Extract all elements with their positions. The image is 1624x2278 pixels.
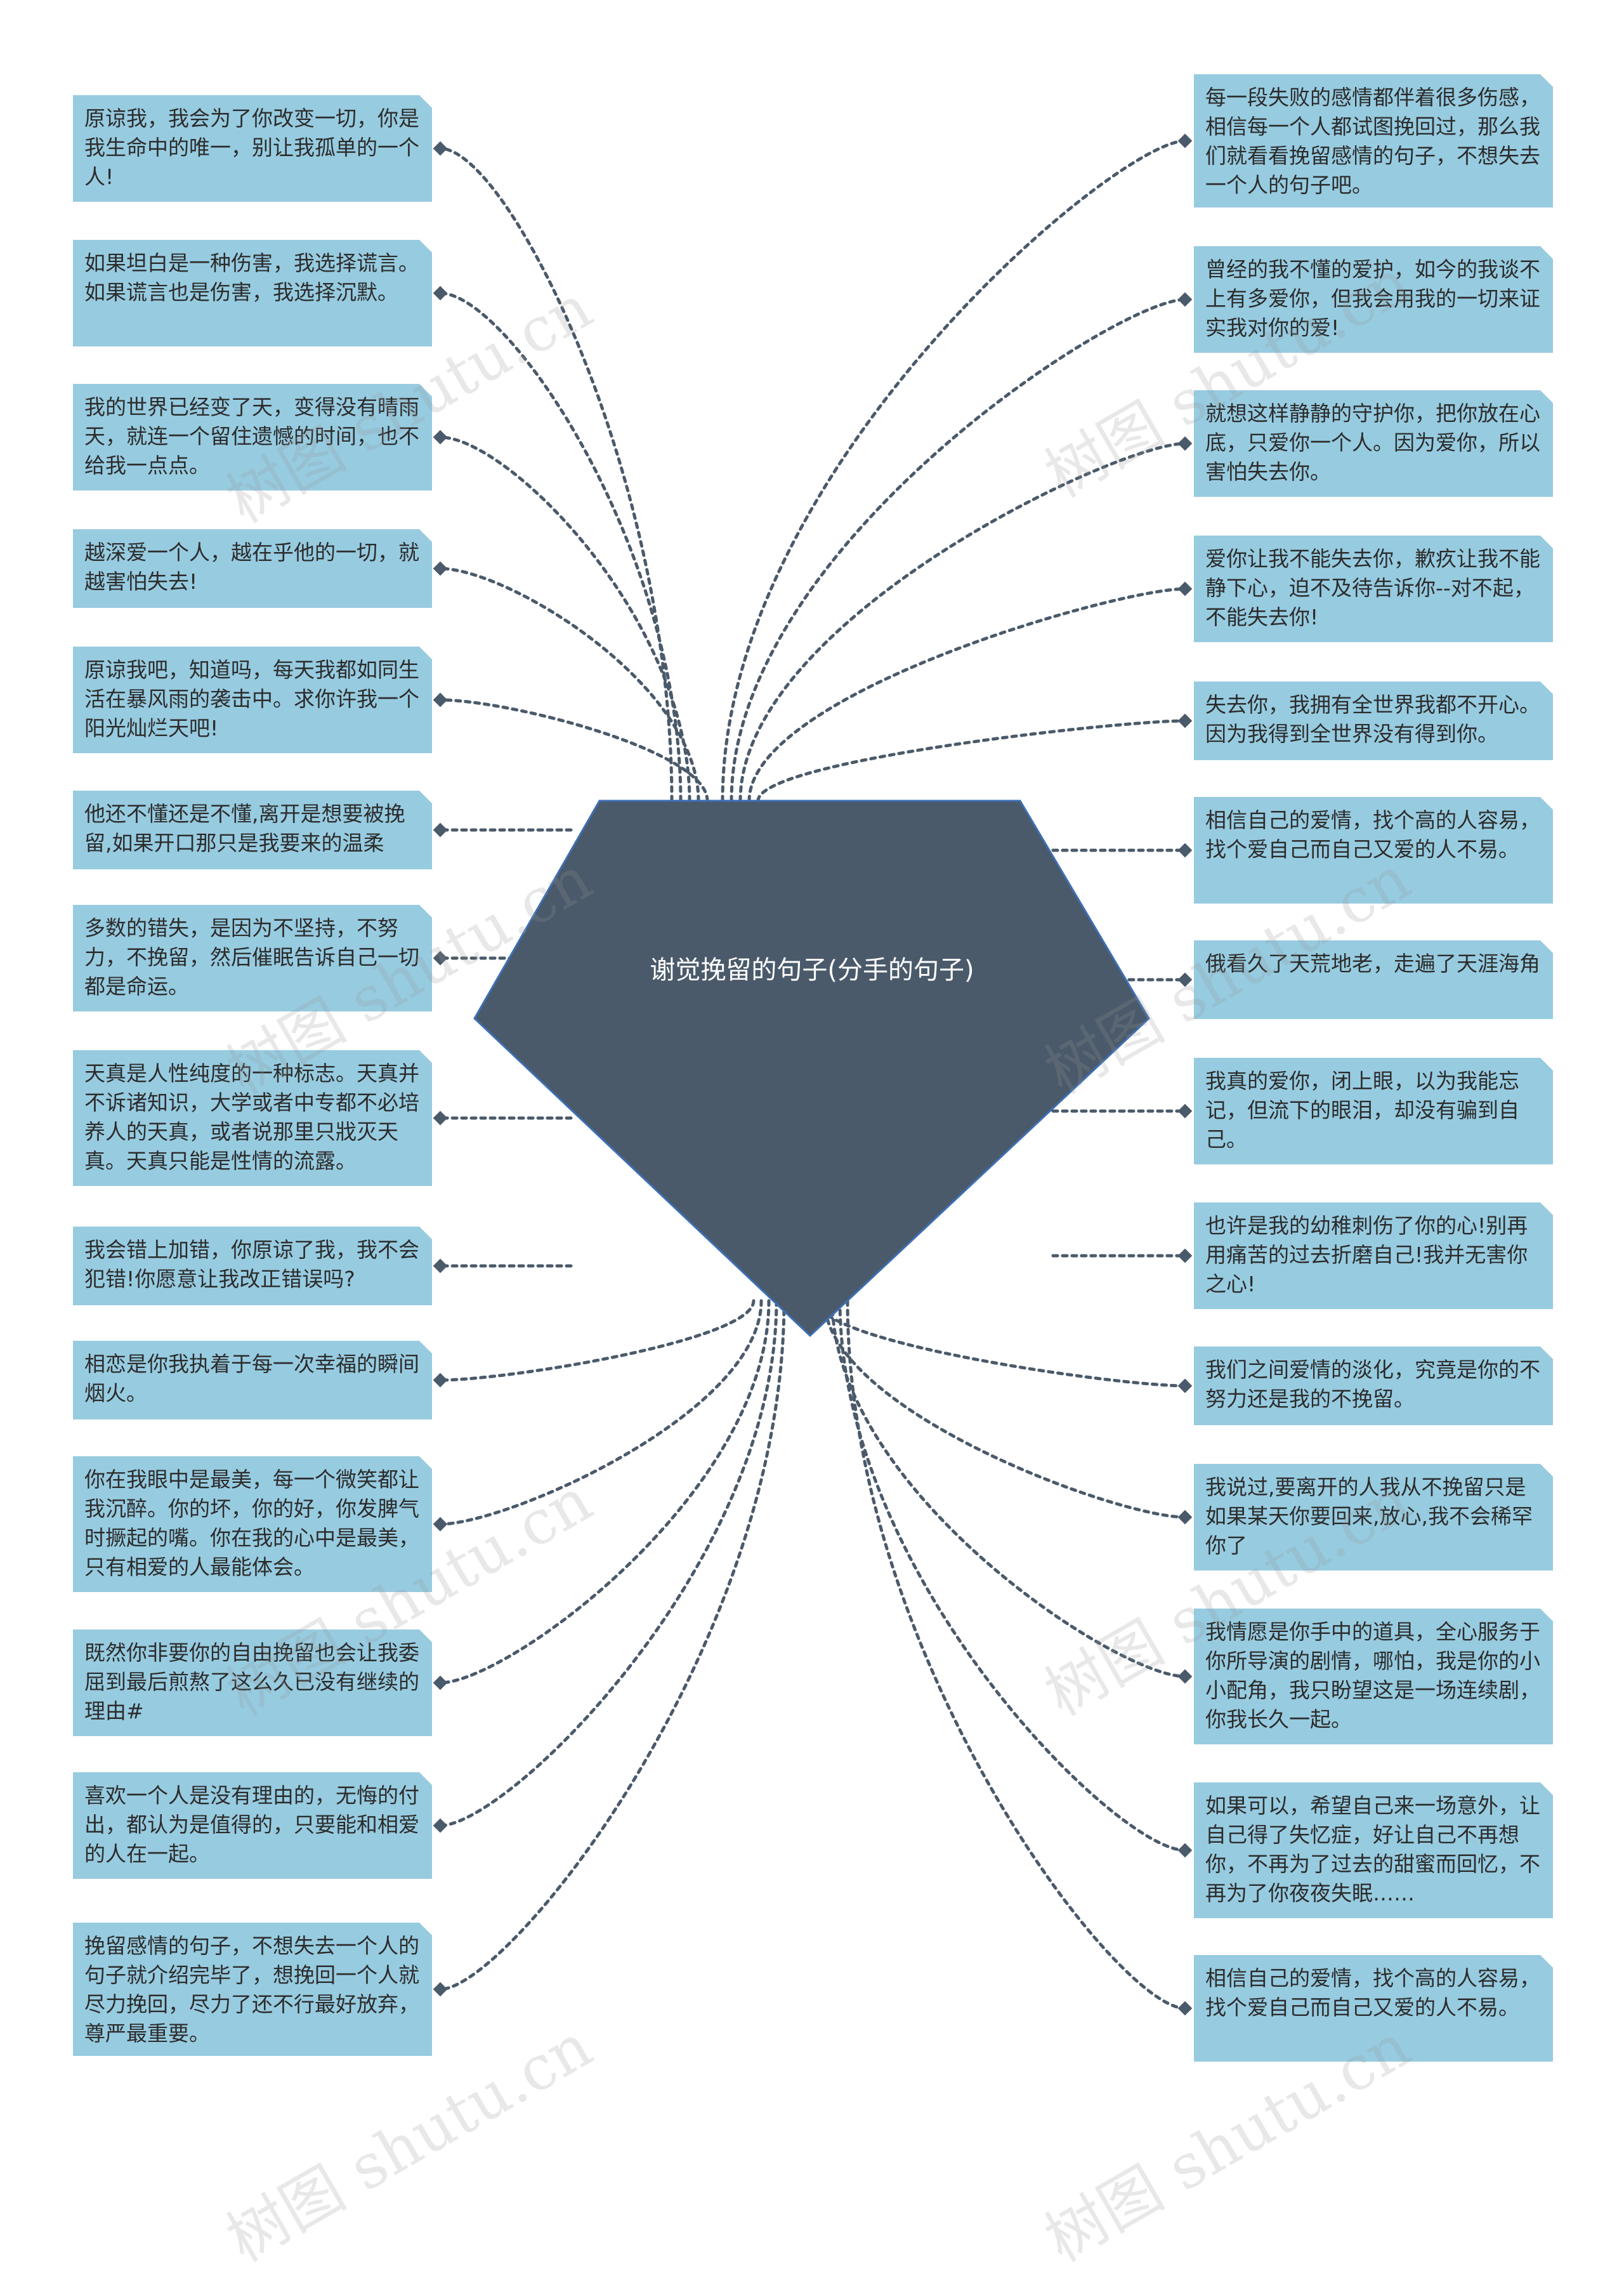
- left-branch-node[interactable]: 你在我眼中是最美，每一个微笑都让我沉醉。你的坏，你的好，你发脾气时撅起的嘴。你在…: [73, 1456, 432, 1592]
- left-connector-line: [438, 1299, 756, 1382]
- left-connector-line: [438, 1299, 778, 1827]
- right-branch-node[interactable]: 每一段失败的感情都伴着很多伤感，相信每一个人都试图挽回过，那么我们就看看挽留感情…: [1194, 74, 1553, 207]
- left-branch-node[interactable]: 如果坦白是一种伤害，我选择谎言。如果谎言也是伤害，我选择沉默。: [73, 240, 432, 346]
- right-connector-line: [721, 139, 1187, 803]
- right-branch-node[interactable]: 我说过,要离开的人我从不挽留只是如果某天你要回来,放心,我不会稀罕你了: [1194, 1464, 1553, 1570]
- left-connector-line: [438, 435, 691, 803]
- right-connector-line-end-marker: [1177, 436, 1193, 451]
- left-connector-line-end-marker: [433, 1982, 448, 1997]
- left-connector-line-end-marker: [433, 1110, 448, 1126]
- right-branch-node[interactable]: 曾经的我不懂的爱护，如今的我谈不上有多爱你，但我会用我的一切来证实我对你的爱!: [1194, 246, 1553, 353]
- right-branch-node[interactable]: 爱你让我不能失去你，歉疚让我不能静下心，迫不及待告诉你--对不起，不能失去你!: [1194, 536, 1553, 642]
- right-connector-line: [756, 719, 1187, 803]
- right-connector-line-end-marker: [1177, 1103, 1193, 1119]
- right-branch-node[interactable]: 相信自己的爱情，找个高的人容易，找个爱自己而自己又爱的人不易。: [1194, 1955, 1553, 2062]
- left-branch-node[interactable]: 原谅我，我会为了你改变一切，你是我生命中的唯一，别让我孤单的一个人!: [73, 95, 432, 202]
- right-connector-line: [815, 1299, 1187, 1388]
- right-connector-line-end-marker: [1177, 133, 1193, 148]
- right-branch-node[interactable]: 我们之间爱情的淡化，究竟是你的不努力还是我的不挽留。: [1194, 1346, 1553, 1425]
- right-connector-line-end-marker: [1177, 843, 1193, 858]
- right-branch-node[interactable]: 俄看久了天荒地老，走遍了天涯海角: [1194, 940, 1553, 1019]
- left-connector-line: [438, 698, 709, 803]
- right-connector-line-end-marker: [1177, 713, 1193, 728]
- right-branch-node[interactable]: 相信自己的爱情，找个高的人容易，找个爱自己而自己又爱的人不易。: [1194, 797, 1553, 904]
- left-connector-line-end-marker: [433, 951, 448, 966]
- right-branch-node[interactable]: 如果可以，希望自己来一场意外，让自己得了失忆症，好让自己不再想你，不再为了过去的…: [1194, 1782, 1553, 1918]
- left-branch-node[interactable]: 越深爱一个人，越在乎他的一切，就越害怕失去!: [73, 529, 432, 608]
- left-connector-line: [438, 291, 683, 803]
- left-branch-node[interactable]: 我会错上加错，你原谅了我，我不会犯错!你愿意让我改正错误吗?: [73, 1227, 432, 1305]
- left-connector-line-end-marker: [433, 286, 448, 301]
- right-connector-line: [830, 1299, 1187, 1678]
- right-connector-line: [838, 1299, 1187, 1852]
- left-connector-line-end-marker: [433, 1258, 448, 1274]
- left-branch-node[interactable]: 我的世界已经变了天，变得没有晴雨天，就连一个留住遗憾的时间，也不给我一点点。: [73, 384, 432, 490]
- right-connector-line-end-marker: [1177, 2001, 1193, 2016]
- right-connector-line: [823, 1299, 1187, 1519]
- left-connector-line: [438, 1299, 763, 1526]
- right-branch-node[interactable]: 我真的爱你，闭上眼，以为我能忘记，但流下的眼泪，却没有骗到自己。: [1194, 1058, 1553, 1164]
- left-branch-node[interactable]: 相恋是你我执着于每一次幸福的瞬间烟火。: [73, 1341, 432, 1419]
- left-branch-node[interactable]: 原谅我吧，知道吗，每天我都如同生活在暴风雨的袭击中。求你许我一个阳光灿烂天吧!: [73, 647, 432, 753]
- center-topic-pentagon[interactable]: [473, 800, 1150, 1338]
- right-branch-node[interactable]: 我情愿是你手中的道具，全心服务于你所导演的剧情，哪怕，我是你的小小配角，我只盼望…: [1194, 1609, 1553, 1744]
- left-connector-line-end-marker: [433, 430, 448, 445]
- right-branch-node[interactable]: 就想这样静静的守护你，把你放在心底，只爱你一个人。因为爱你，所以害怕失去你。: [1194, 390, 1553, 497]
- right-connector-line: [846, 1299, 1187, 2010]
- left-connector-line-end-marker: [433, 561, 448, 576]
- left-connector-line-end-marker: [433, 692, 448, 708]
- right-connector-line: [730, 298, 1187, 803]
- right-branch-node[interactable]: 也许是我的幼稚刺伤了你的心!别再用痛苦的过去折磨自己!我并无害你之心!: [1194, 1202, 1553, 1309]
- right-connector-line-end-marker: [1177, 972, 1193, 987]
- left-connector-line-end-marker: [433, 822, 448, 838]
- left-branch-node[interactable]: 挽留感情的句子，不想失去一个人的句子就介绍完毕了，想挽回一个人就尽力挽回，尽力了…: [73, 1923, 432, 2056]
- right-branch-node[interactable]: 失去你，我拥有全世界我都不开心。因为我得到全世界没有得到你。: [1194, 681, 1553, 760]
- mindmap-canvas: [433, 133, 1193, 2016]
- left-connector-line-end-marker: [433, 1373, 448, 1388]
- right-connector-line: [747, 587, 1187, 803]
- right-connector-line-end-marker: [1177, 581, 1193, 596]
- right-connector-line: [738, 442, 1187, 803]
- left-branch-node[interactable]: 既然你非要你的自由挽留也会让我委屈到最后煎熬了这么久已没有继续的理由#: [73, 1629, 432, 1736]
- left-connector-line: [438, 1299, 771, 1685]
- left-branch-node[interactable]: 天真是人性纯度的一种标志。天真并不诉诸知识，大学或者中专都不必培养人的天真，或者…: [73, 1050, 432, 1186]
- right-connector-line-end-marker: [1177, 1510, 1193, 1525]
- left-connector-line: [438, 567, 700, 803]
- right-connector-line-end-marker: [1177, 1248, 1193, 1263]
- left-connector-line-end-marker: [433, 1517, 448, 1532]
- right-connector-line-end-marker: [1177, 1669, 1193, 1684]
- left-connector-line-end-marker: [433, 1675, 448, 1690]
- left-branch-node[interactable]: 喜欢一个人是没有理由的，无悔的付出，都认为是值得的，只要能和相爱的人在一起。: [73, 1772, 432, 1879]
- left-connector-line-end-marker: [433, 1818, 448, 1833]
- left-connector-line: [438, 147, 674, 803]
- right-connector-line-end-marker: [1177, 1843, 1193, 1858]
- left-branch-node[interactable]: 他还不懂还是不懂,离开是想要被挽留,如果开口那只是我要来的温柔: [73, 791, 432, 869]
- left-connector-line: [438, 1299, 786, 1991]
- right-connector-line-end-marker: [1177, 1378, 1193, 1393]
- left-connector-line-end-marker: [433, 141, 448, 156]
- right-connector-line-end-marker: [1177, 292, 1193, 307]
- center-topic-title: 谢觉挽留的句子(分手的句子): [650, 956, 974, 985]
- left-branch-node[interactable]: 多数的错失，是因为不坚持，不努力，不挽留，然后催眠告诉自己一切都是命运。: [73, 905, 432, 1011]
